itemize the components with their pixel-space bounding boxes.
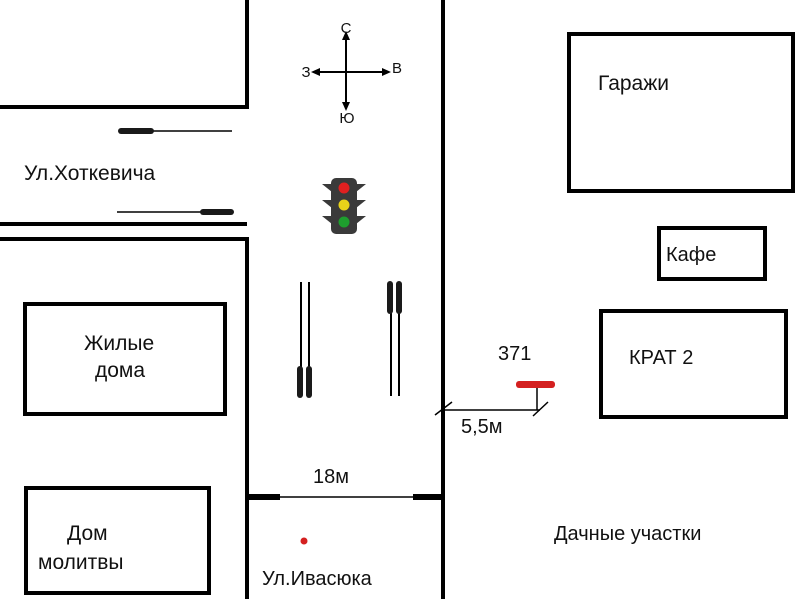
dachas-label: Дачные участки [554,523,701,545]
road-width-label: 18м [313,466,349,488]
residential-label-line2: дома [95,359,145,382]
bus-stop-marker [516,381,555,388]
block-outlines [0,0,445,599]
prayer-house-building [24,486,211,595]
prayer-house-label-line2: молитвы [38,551,124,574]
block-top-left [0,0,249,109]
garages-building [567,32,795,193]
compass [311,31,391,111]
stop-distance-label: 5,5м [461,416,503,438]
location-dot [300,537,308,545]
compass-north-label: С [341,20,352,37]
cafe-building [657,226,767,281]
street-khotkevicha-label: Ул.Хоткевича [24,162,156,185]
krat-label: КРАТ 2 [629,347,693,369]
traffic-light-icon [322,178,366,234]
garages-label: Гаражи [598,72,669,95]
stop-distance-dimension [434,384,549,417]
main-road-lane-markers [297,281,402,398]
street-ivasyuka-label: Ул.Ивасюка [262,568,373,590]
bus-route-number-label: 371 [498,343,531,365]
compass-west-label: З [301,64,310,81]
compass-east-label: В [392,60,402,77]
khotkevicha-lane-markers [117,128,234,215]
krat-building [599,309,788,419]
residential-building [23,302,227,416]
residential-label-line1: Жилые [84,332,154,355]
prayer-house-label-line1: Дом [67,522,108,545]
cafe-label: Кафе [666,244,716,266]
compass-south-label: Ю [339,110,354,127]
block-lower-left [0,237,249,599]
